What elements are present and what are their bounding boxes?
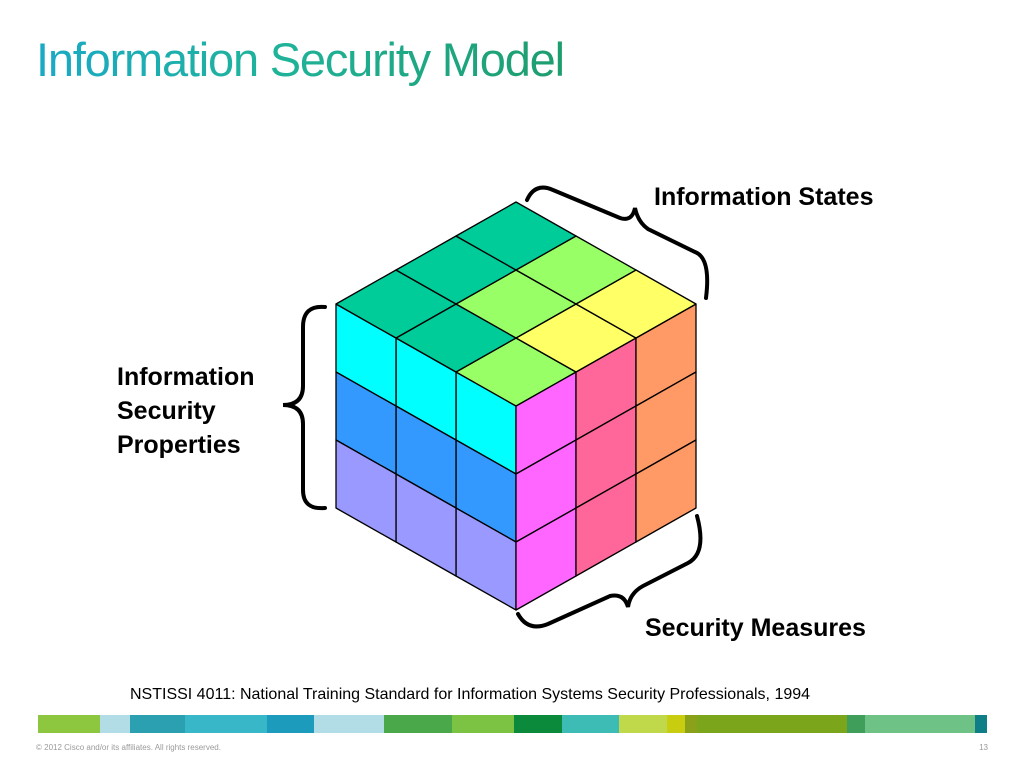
- footer-strip-segment: [383, 715, 452, 733]
- label-properties-line-1: Information: [117, 363, 255, 391]
- footer-strip-segment: [38, 715, 100, 733]
- footer-strip-segment: [514, 715, 563, 733]
- footer-strip-segment: [685, 715, 698, 733]
- footer-strip-segment: [667, 715, 686, 733]
- label-security-measures: Security Measures: [645, 614, 866, 642]
- footer-strip-segment: [847, 715, 866, 733]
- footer-strip-segment: [129, 715, 185, 733]
- footer-strip-segment: [562, 715, 620, 733]
- footer-color-strip: [38, 715, 987, 733]
- footer-strip-segment: [451, 715, 515, 733]
- label-properties-line-3: Properties: [117, 431, 241, 459]
- footer-strip-segment: [313, 715, 384, 733]
- brace-information-states: [525, 185, 710, 300]
- page-number: 13: [979, 743, 988, 752]
- footer-strip-segment: [865, 715, 976, 733]
- label-properties-line-2: Security: [117, 397, 216, 425]
- footer-strip-segment: [266, 715, 314, 733]
- copyright-notice: © 2012 Cisco and/or its affiliates. All …: [36, 743, 221, 752]
- footer-strip-segment: [99, 715, 130, 733]
- citation-text: NSTISSI 4011: National Training Standard…: [130, 686, 811, 703]
- cube-side-cell: [635, 439, 697, 543]
- brace-security-measures: [516, 514, 703, 629]
- cube-front-cell: [335, 439, 397, 543]
- brace-security-properties: [282, 304, 327, 511]
- cube-top-cell: [455, 201, 577, 271]
- slide-title: Information Security Model: [36, 30, 565, 90]
- footer-strip-segment: [697, 715, 848, 733]
- footer-strip-segment: [619, 715, 668, 733]
- footer-strip-segment: [184, 715, 267, 733]
- label-information-states: Information States: [654, 183, 874, 211]
- footer-strip-segment: [975, 715, 987, 733]
- label-information-security-properties: Information Security Properties: [117, 360, 255, 462]
